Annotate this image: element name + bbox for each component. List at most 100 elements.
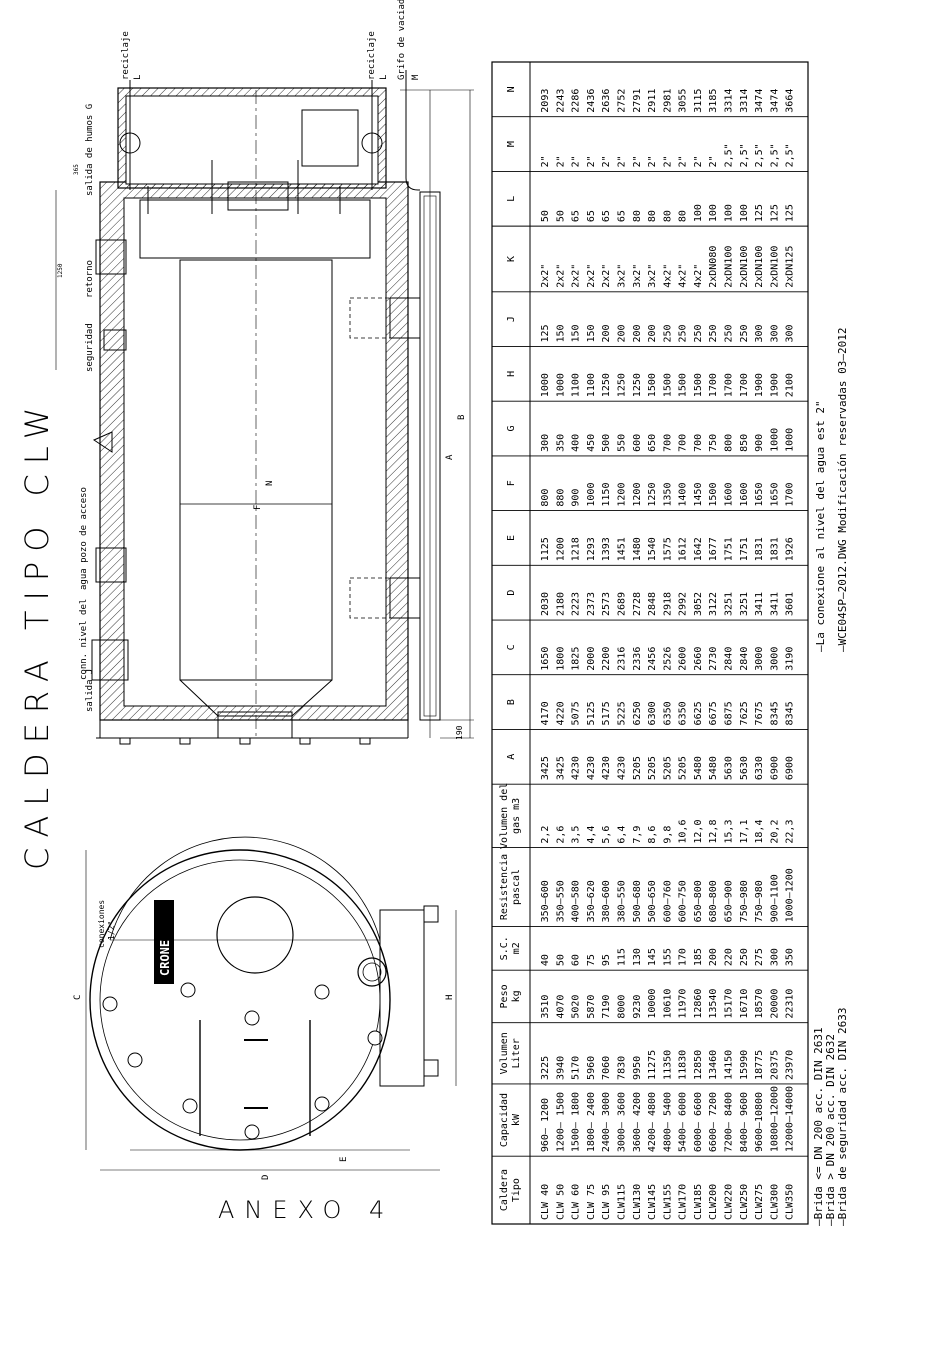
table-cell: 13460: [708, 1050, 719, 1080]
label-M: M: [411, 74, 421, 80]
table-cell: 100: [739, 204, 750, 222]
table-cell: 1400: [678, 483, 689, 507]
table-cell: 2981: [662, 89, 673, 113]
table-cell: 220: [724, 948, 735, 966]
table-cell: 2": [616, 155, 627, 167]
table-cell: 5630: [724, 756, 735, 780]
table-cell: 22310: [785, 989, 796, 1019]
table-cell: 2573: [601, 592, 612, 616]
table-cell: 5,6: [601, 826, 612, 844]
table-cell: 250: [708, 324, 719, 342]
table-cell: 6000– 6600: [693, 1092, 704, 1152]
table-cell: 1450: [693, 483, 704, 507]
table-cell: 850: [739, 434, 750, 452]
label-L-right: L: [379, 75, 389, 80]
table-cell: 2911: [647, 89, 658, 113]
boiler-side-view: reciclaje L reciclaje L Grifo de vaciado…: [55, 0, 474, 745]
table-cell: CLW200: [708, 1184, 719, 1220]
furnace-opening: [216, 896, 294, 974]
table-cell: 80: [647, 210, 658, 222]
table-cell: 2": [540, 155, 551, 167]
table-cell: 1751: [739, 537, 750, 561]
table-cell: 185: [693, 948, 704, 966]
label-dim-D: D: [261, 1175, 271, 1180]
table-cell: 350: [785, 948, 796, 966]
table-cell: 11970: [678, 989, 689, 1019]
table-cell: 1000–1200: [785, 868, 796, 922]
label-conexiones-size: 1/2": [107, 921, 116, 940]
table-cell: 3411: [769, 592, 780, 616]
table-cell: 2316: [616, 647, 627, 671]
table-cell: 2791: [632, 89, 643, 113]
table-cell: 3474: [769, 89, 780, 113]
table-cell: 2": [647, 155, 658, 167]
table-header-cell: G: [506, 426, 517, 432]
brand-label: CRONE: [158, 940, 172, 976]
table-cell: CLW145: [647, 1184, 658, 1220]
table-cell: 1293: [586, 537, 597, 561]
table-cell: 2730: [708, 647, 719, 671]
table-cell: 4230: [616, 756, 627, 780]
table-cell: 275: [754, 948, 765, 966]
label-dim-E: E: [339, 1157, 349, 1162]
table-cell: 5480: [708, 756, 719, 780]
table-cell: 700: [693, 434, 704, 452]
table-cell: 1650: [540, 647, 551, 671]
table-cell: 1100: [586, 373, 597, 397]
table-cell: 1540: [647, 537, 658, 561]
table-cell: 680–800: [708, 880, 719, 922]
label-salida-humos: salida de humos G: [85, 104, 95, 196]
table-cell: 125: [769, 204, 780, 222]
table-cell: 2689: [616, 592, 627, 616]
table-cell: 600–750: [678, 880, 689, 922]
table-cell: 6350: [662, 701, 673, 725]
table-cell: 6330: [754, 756, 765, 780]
label-dim-365: 365: [73, 164, 80, 175]
table-cell: 80: [678, 210, 689, 222]
label-dim-N: N: [265, 481, 275, 486]
table-cell: CLW 60: [571, 1184, 582, 1220]
table-cell: 2093: [540, 89, 551, 113]
table-cell: 650: [647, 434, 658, 452]
table-cell: 1700: [724, 373, 735, 397]
table-cell: 10,6: [678, 820, 689, 844]
table-cell: 2,5": [769, 143, 780, 167]
note-brida-2: –Brida > DN 200 acc. DIN 2632: [824, 1034, 837, 1226]
table-cell: 155: [662, 948, 673, 966]
note-dwg-ref: –WCE04SP–2012.DWG Modificación reservada…: [836, 327, 849, 652]
table-cell: 5205: [662, 756, 673, 780]
table-cell: 7625: [739, 701, 750, 725]
table-cell: 500–680: [632, 880, 643, 922]
table-cell: CLW155: [662, 1184, 673, 1220]
table-cell: 2030: [540, 592, 551, 616]
table-cell: 500: [601, 434, 612, 452]
table-cell: 3x2": [647, 264, 658, 288]
table-cell: 12850: [693, 1050, 704, 1080]
table-cell: 18775: [754, 1050, 765, 1080]
table-cell: 3000: [754, 647, 765, 671]
table-cell: 3940: [555, 1056, 566, 1080]
table-cell: 3314: [724, 89, 735, 113]
table-cell: CLW350: [785, 1184, 796, 1220]
table-cell: 380–550: [616, 880, 627, 922]
table-cell: 13540: [708, 989, 719, 1019]
table-cell: 145: [647, 948, 658, 966]
table-header-cell: kW: [511, 1113, 522, 1126]
label-dim-190: 190: [455, 725, 464, 740]
table-cell: 750–980: [754, 880, 765, 922]
table-cell: 2xDN100: [769, 246, 780, 288]
table-cell: 4220: [555, 701, 566, 725]
table-cell: 3,5: [571, 826, 582, 844]
table-cell: CLW 40: [540, 1184, 551, 1220]
table-cell: 5630: [739, 756, 750, 780]
table-header-cell: S.C.: [499, 936, 510, 960]
front-shell: [89, 849, 391, 1151]
brand-plate: [154, 900, 174, 984]
table-cell: 250: [678, 324, 689, 342]
table-cell: 18,4: [754, 820, 765, 844]
table-cell: 2": [555, 155, 566, 167]
table-header-cell: M: [506, 141, 517, 147]
table-cell: 1250: [601, 373, 612, 397]
table-cell: 3601: [785, 592, 796, 616]
table-cell: 3000: [769, 647, 780, 671]
